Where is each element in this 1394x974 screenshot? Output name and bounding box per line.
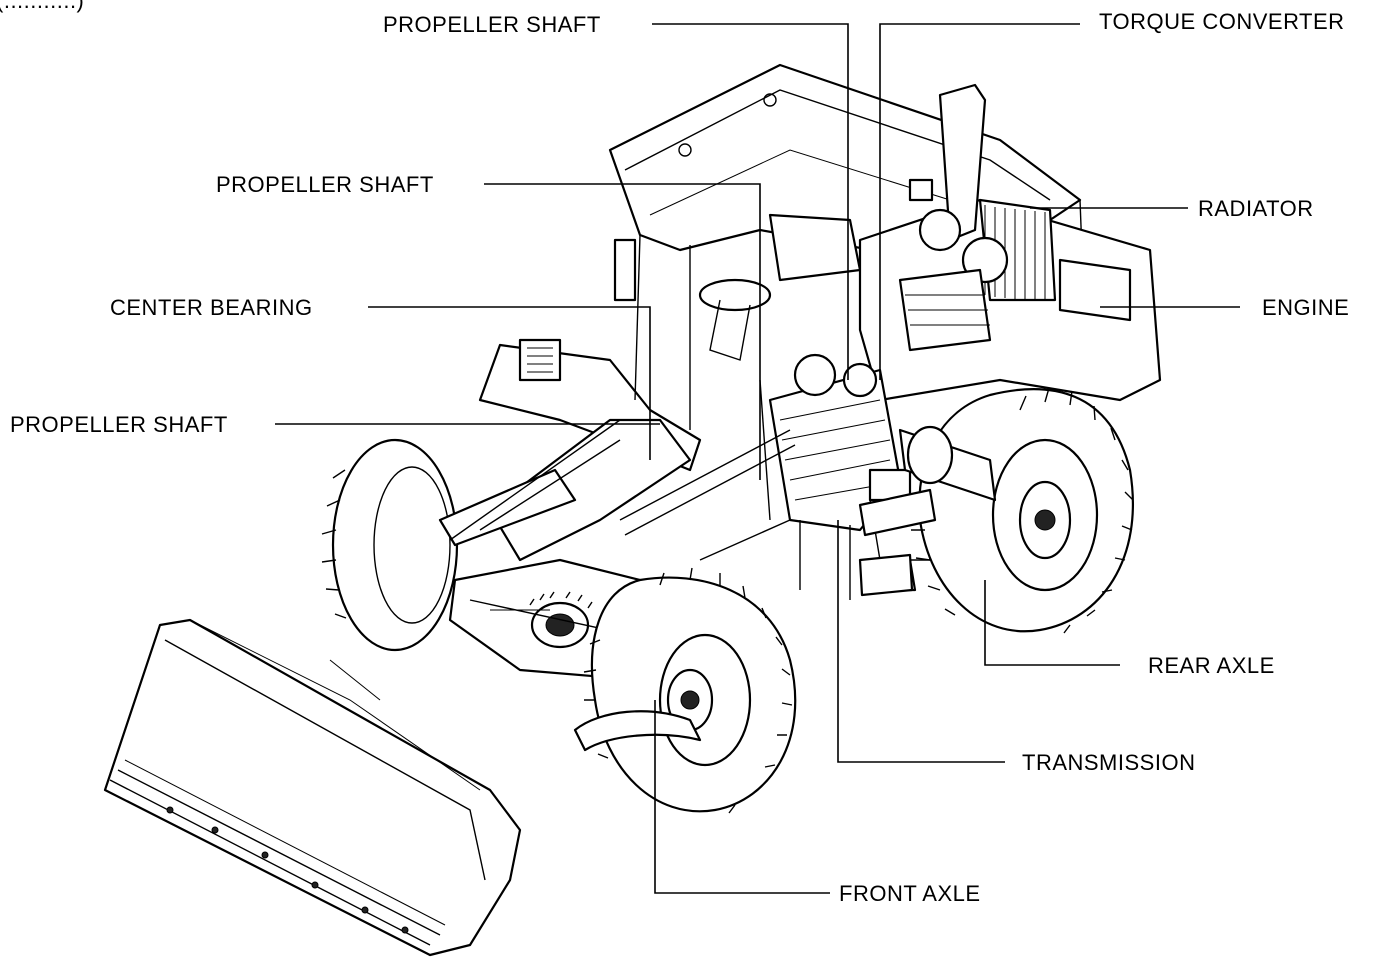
label-engine: ENGINE: [1262, 295, 1349, 320]
callout-labels: PROPELLER SHAFT TORQUE CONVERTER PROPELL…: [10, 9, 1349, 906]
leader-center-bearing: [368, 306, 651, 460]
label-propeller-shaft-low: PROPELLER SHAFT: [10, 412, 228, 437]
label-center-bearing: CENTER BEARING: [110, 295, 313, 320]
rear-left-tire: [321, 438, 459, 652]
leader-lines: [275, 23, 1240, 894]
leader-front-axle: [654, 700, 830, 894]
label-propeller-shaft-top: PROPELLER SHAFT: [383, 12, 601, 37]
header-fragment: (...........): [0, 0, 84, 13]
rear-axle-housing: [898, 425, 997, 502]
label-rear-axle: REAR AXLE: [1148, 653, 1275, 678]
rear-right-tire: [910, 387, 1134, 634]
label-torque-converter: TORQUE CONVERTER: [1099, 9, 1345, 34]
loader-boom: [438, 338, 702, 562]
engine-compartment: [858, 83, 1162, 402]
label-transmission: TRANSMISSION: [1022, 750, 1195, 775]
leader-propeller-shaft-top: [652, 23, 849, 380]
step-and-fender: [573, 488, 937, 752]
label-radiator: RADIATOR: [1198, 196, 1314, 221]
propeller-shafts: [619, 379, 1001, 561]
loader-bucket: [103, 618, 522, 957]
operator-seat: [698, 213, 862, 361]
wheel-loader-illustration: [103, 63, 1162, 957]
leader-torque-converter: [879, 23, 1080, 380]
front-right-tire: [583, 567, 797, 814]
leader-rear-axle: [984, 580, 1120, 666]
leader-propeller-shaft-mid: [484, 183, 761, 480]
label-front-axle: FRONT AXLE: [839, 881, 981, 906]
label-propeller-shaft-mid: PROPELLER SHAFT: [216, 172, 434, 197]
leader-transmission: [837, 520, 1005, 763]
